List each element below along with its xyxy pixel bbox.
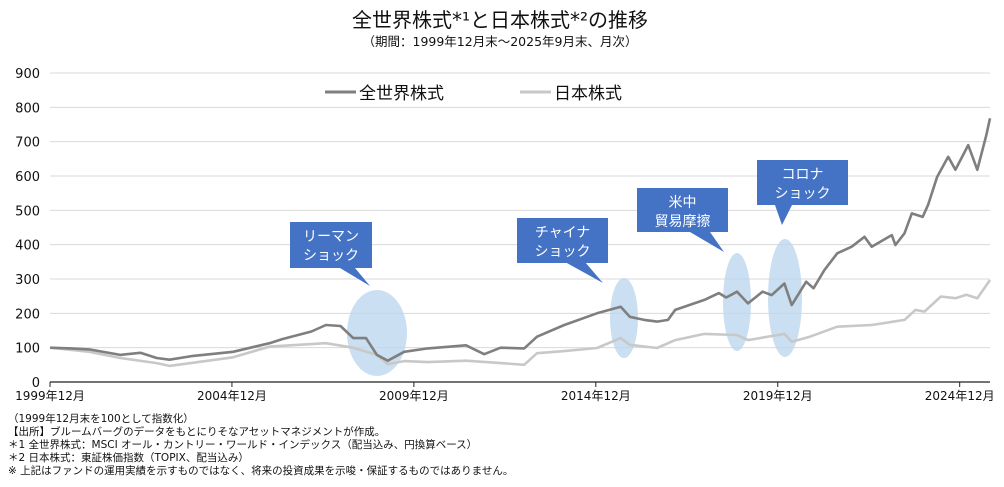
callout-label: 米中: [669, 195, 697, 211]
footnote-disclaimer: ※ 上記はファンドの運用実績を示すものではなく、将来の投資成果を示唆・保証するも…: [8, 465, 514, 477]
highlight-ellipse: [723, 253, 751, 351]
legend-label-world: 全世界株式: [359, 84, 444, 104]
y-tick-label: 500: [15, 204, 40, 219]
callout-label: チャイナ: [535, 225, 591, 241]
callout-pointer: [565, 262, 603, 283]
callout-pointer: [340, 268, 370, 286]
callout-label: コロナ: [782, 167, 824, 183]
y-tick-label: 200: [15, 307, 40, 322]
y-tick-label: 400: [15, 239, 40, 254]
footnote-source: 【出所】ブルームバーグのデータをもとにりそなアセットマネジメントが作成。: [8, 426, 386, 438]
x-tick-label: 2004年12月: [197, 389, 267, 403]
footnote-japan: ＊2 日本株式：東証株価指数（TOPIX、配当込み）: [8, 452, 249, 464]
x-tick-label: 2009年12月: [379, 389, 449, 403]
footnote-world: ＊1 全世界株式：MSCI オール・カントリー・ワールド・インデックス（配当込み…: [8, 439, 478, 451]
callout-box: [290, 222, 372, 268]
x-tick-label: 1999年12月: [15, 389, 85, 403]
callout-pointer: [775, 205, 792, 225]
y-tick-label: 300: [15, 273, 40, 288]
y-tick-label: 600: [15, 170, 40, 185]
callout-pointer: [690, 232, 724, 252]
callout-box: [517, 218, 608, 263]
callout-label: リーマン: [303, 229, 359, 245]
callout-label: ショック: [535, 244, 591, 260]
highlight-ellipse: [610, 278, 638, 358]
y-tick-label: 700: [15, 136, 40, 151]
y-tick-label: 900: [15, 67, 40, 82]
callout-label: ショック: [775, 186, 831, 202]
line-chart: 全世界株式*¹と日本株式*²の推移 （期間：1999年12月末～2025年9月末…: [15, 8, 995, 403]
y-tick-label: 800: [15, 101, 40, 116]
series-line-japan: [49, 279, 992, 368]
y-tick-label: 0: [32, 376, 40, 391]
highlight-ellipse: [768, 239, 802, 357]
y-tick-label: 100: [15, 342, 40, 357]
callout-label: ショック: [303, 248, 359, 264]
chart-title: 全世界株式*¹と日本株式*²の推移: [352, 8, 648, 32]
legend-label-japan: 日本株式: [554, 84, 622, 104]
series-line-world: [50, 118, 992, 362]
callout-box: [757, 160, 848, 205]
callout-box: [637, 188, 728, 232]
callout-label: 貿易摩擦: [655, 213, 711, 230]
x-tick-label: 2014年12月: [561, 389, 631, 403]
legend: 全世界株式 日本株式: [325, 84, 622, 104]
highlight-ellipse: [347, 290, 407, 376]
footnote-index: （1999年12月末を100として指数化）: [8, 413, 194, 425]
x-tick-label: 2019年12月: [743, 389, 813, 403]
x-tick-label: 2024年12月: [925, 389, 995, 403]
chart-subtitle: （期間：1999年12月末～2025年9月末、月次）: [363, 34, 638, 49]
